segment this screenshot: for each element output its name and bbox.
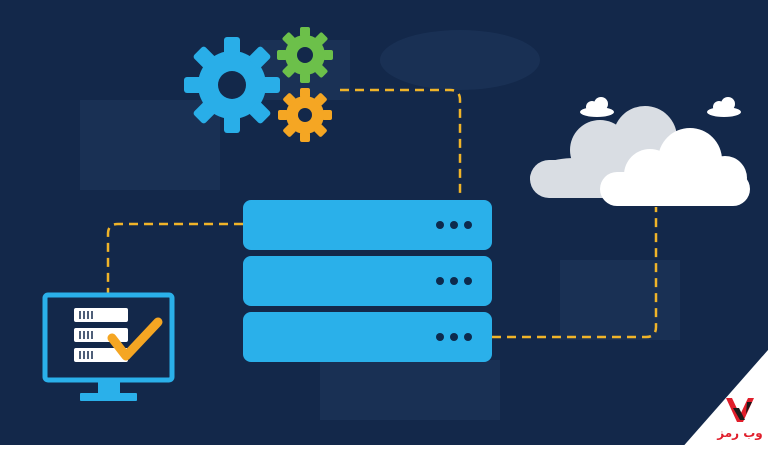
server-rack-icon <box>243 200 492 362</box>
bottom-strip <box>0 445 768 450</box>
server-unit-middle <box>243 256 492 306</box>
line-server-monitor <box>108 224 243 296</box>
gear-green-icon <box>277 27 333 83</box>
small-cloud-left <box>580 97 614 117</box>
cloud-icon <box>530 97 750 206</box>
monitor-check-icon <box>45 295 172 401</box>
line-gears-server <box>340 90 460 195</box>
gear-orange-icon <box>278 88 332 142</box>
small-cloud-right <box>707 97 741 117</box>
gear-blue-icon <box>184 37 280 133</box>
server-unit-top <box>243 200 492 250</box>
server-unit-bottom <box>243 312 492 362</box>
site-logo-text: وب رمز <box>716 426 764 440</box>
